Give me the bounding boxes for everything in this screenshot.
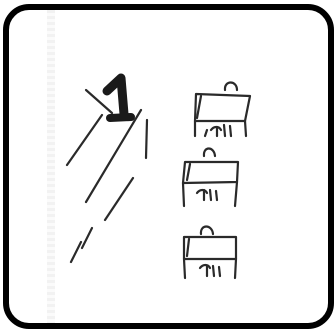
sketch-card <box>3 4 334 329</box>
desk-sketch-top <box>195 83 250 137</box>
sketch-drawing <box>9 10 328 323</box>
desk-sketch-middle <box>183 149 238 207</box>
desk-sketch-bottom <box>184 227 236 279</box>
